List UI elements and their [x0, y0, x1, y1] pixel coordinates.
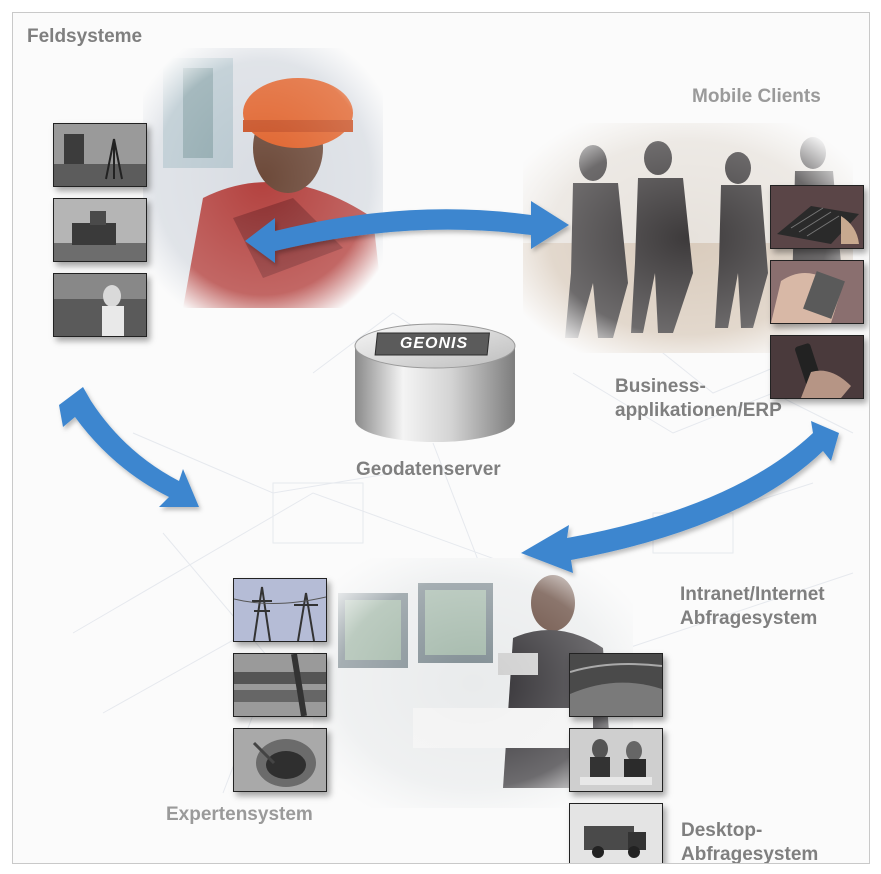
- pipes-photo: [233, 653, 327, 717]
- handheld-device-photo: [770, 260, 864, 324]
- left-double-arrow: [59, 387, 199, 507]
- mobile-phone-photo: [770, 335, 864, 399]
- label-geodatenserver: Geodatenserver: [356, 459, 501, 480]
- road-photo: [569, 653, 663, 717]
- laptop-keyboard-photo: [770, 185, 864, 249]
- power-lines-photo: [233, 578, 327, 642]
- label-intranet-line1: Intranet/Internet: [680, 584, 825, 605]
- flow-arrows: [59, 201, 839, 573]
- label-desktop-line2: Abfragesystem: [681, 844, 819, 864]
- field-worker-hero-image: [143, 48, 383, 308]
- label-expertensystem: Expertensystem: [166, 804, 313, 825]
- label-feldsysteme: Feldsysteme: [27, 26, 143, 47]
- top-double-arrow: [245, 201, 569, 263]
- label-business-line1: Business-: [615, 376, 706, 397]
- label-intranet-line2: Abfragesystem: [680, 608, 818, 629]
- meeting-photo: [569, 728, 663, 792]
- field-worker-photo: [53, 273, 147, 337]
- surveying-photo: [53, 123, 147, 187]
- label-mobile-clients: Mobile Clients: [692, 86, 821, 107]
- label-intranet: Intranet/Internet Abfragesystem: [680, 583, 825, 631]
- right-arrow: [521, 421, 839, 573]
- label-business: Business- applikationen/ERP: [615, 375, 782, 423]
- label-desktop: Desktop- Abfragesystem: [681, 819, 819, 864]
- truck-photo: [569, 803, 663, 863]
- geonis-logo: GEONIS: [399, 335, 469, 352]
- label-desktop-line1: Desktop-: [681, 820, 763, 841]
- manhole-photo: [233, 728, 327, 792]
- label-business-line2: applikationen/ERP: [615, 400, 782, 421]
- database-server-icon: [354, 323, 516, 442]
- diagram-frame: GEONIS Feldsysteme Mobile Clients Busine…: [12, 12, 870, 864]
- construction-machine-photo: [53, 198, 147, 262]
